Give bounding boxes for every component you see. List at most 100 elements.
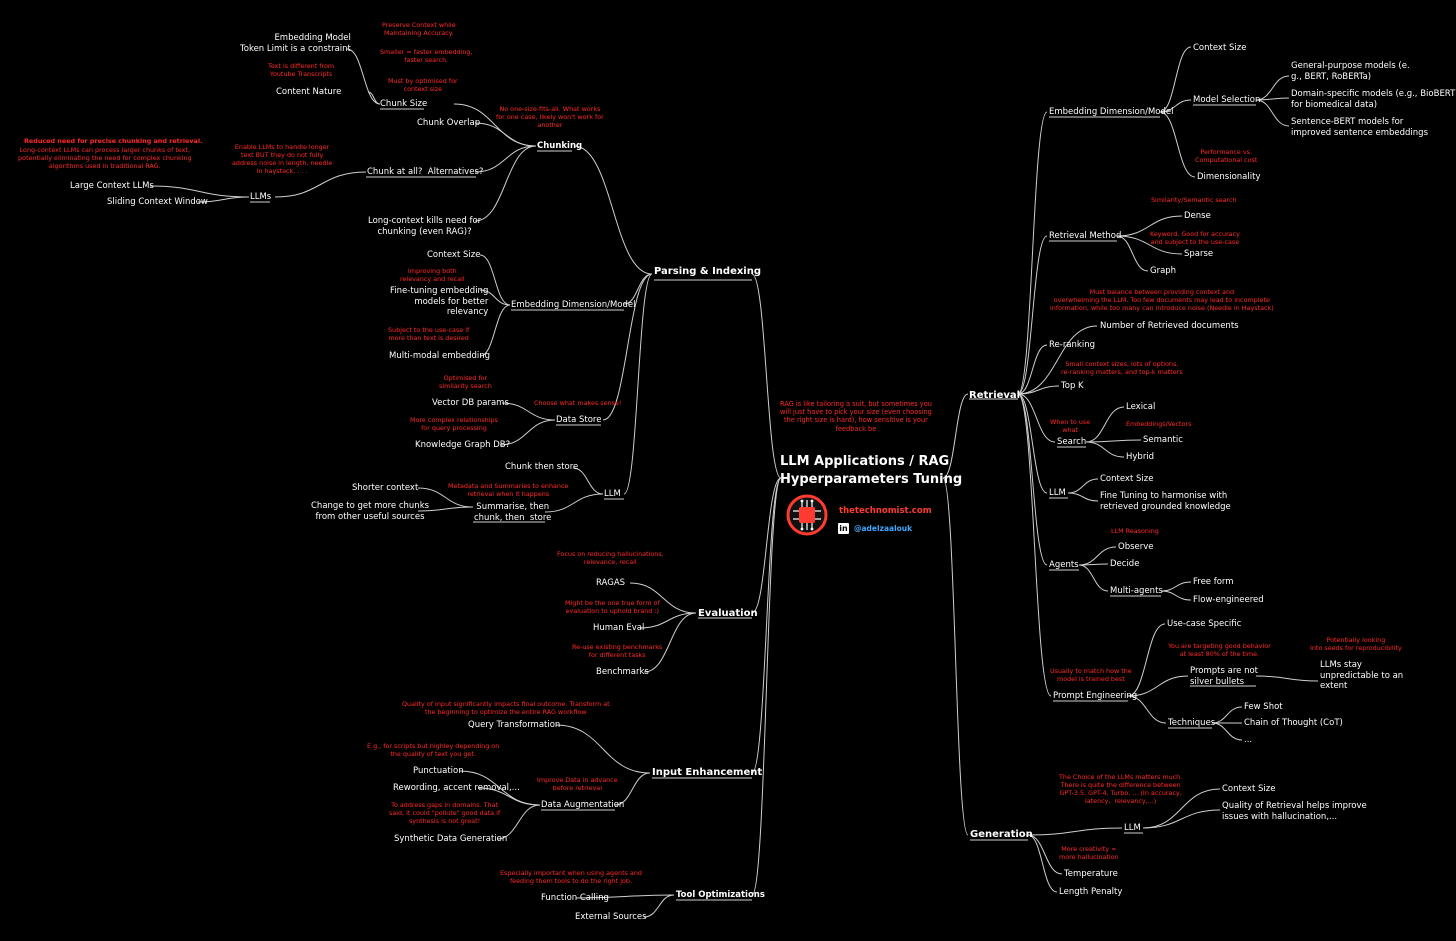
length-penalty-node: Length Penalty	[1059, 887, 1123, 897]
content-nature-note: Text is different from Youtube Transcrip…	[268, 62, 335, 78]
connector-line	[1027, 834, 1063, 875]
chunk-size-note-smaller: Smaller = faster embedding, faster searc…	[380, 48, 473, 64]
agents-node: Agents	[1049, 560, 1079, 570]
connector-line	[555, 724, 651, 774]
connector-line	[1142, 788, 1221, 829]
connector-line	[474, 145, 537, 173]
connector-line	[1085, 406, 1125, 443]
parsing-indexing-node: Parsing & Indexing	[654, 266, 762, 277]
lexical-node: Lexical	[1126, 402, 1156, 412]
connector-line	[1255, 675, 1319, 682]
connector-line	[1159, 99, 1192, 113]
tool-optimizations-node: Tool Optimizations	[676, 890, 765, 900]
connector-line	[479, 254, 511, 306]
knowledge-graph-note: More complex relationships for query pro…	[410, 416, 498, 432]
multimodal-node: Multi-modal embedding	[389, 351, 491, 361]
center-note: RAG is like tailoring a suit, but someti…	[780, 400, 932, 433]
chunk-overlap-node: Chunk Overlap	[417, 118, 481, 128]
connector-line	[496, 804, 541, 840]
connector-line	[1067, 492, 1099, 502]
retrieved-documents-note: Must balance between providing context a…	[1050, 288, 1274, 312]
connector-line	[1017, 344, 1048, 395]
linkedin-icon[interactable]: in	[838, 523, 849, 534]
retrieval-node: Retrieval	[969, 390, 1021, 401]
retrieval-method-node: Retrieval Method	[1049, 231, 1122, 241]
connector-line	[1211, 722, 1243, 741]
connector-line	[942, 393, 969, 479]
sliding-context-window-node: Sliding Context Window	[107, 197, 208, 207]
free-form-node: Free form	[1193, 577, 1234, 587]
connector-line	[417, 487, 474, 508]
multi-agents-node: Multi-agents	[1110, 586, 1163, 596]
connector-line	[417, 506, 474, 512]
data-augmentation-node: Data Augmentation	[541, 800, 625, 810]
connector-line	[1017, 393, 1052, 697]
connector-line	[1116, 235, 1183, 255]
connector-line	[1255, 97, 1290, 101]
connector-line	[1211, 706, 1243, 724]
connector-line	[1017, 393, 1056, 443]
connector-line	[751, 273, 782, 479]
retrieval-embedding-node: Embedding Dimension/Model	[1049, 107, 1174, 117]
evaluation-node: Evaluation	[698, 608, 758, 619]
content-nature-node: Content Nature	[276, 87, 342, 97]
connector-line	[1160, 590, 1192, 601]
chain-of-thought-node: Chain of Thought (CoT)	[1244, 718, 1343, 728]
retrieval-llm-node: LLM	[1049, 488, 1066, 498]
connector-line	[197, 196, 250, 203]
connector-line	[501, 402, 556, 421]
chunk-at-all-note: Enable LLMs to handle longer text BUT th…	[232, 143, 333, 175]
evaluation-note: Focus on reducing hallucinations, releva…	[557, 550, 664, 566]
knowledge-graph-node: Knowledge Graph DB?	[415, 440, 511, 450]
external-sources-node: External Sources	[575, 912, 647, 922]
shorter-context-node: Shorter context	[352, 483, 419, 493]
connector-line	[614, 772, 651, 806]
connector-line	[1116, 215, 1183, 237]
connector-line	[1017, 385, 1060, 395]
benchmarks-node: Benchmarks	[596, 667, 649, 677]
connector-line	[474, 122, 537, 147]
chunk-then-store-node: Chunk then store	[505, 462, 579, 472]
prompt-engineering-node: Prompt Engineering	[1053, 691, 1138, 701]
reranking-node: Re-ranking	[1049, 340, 1095, 350]
general-purpose-models-node: General-purpose models (e. g., BERT, RoB…	[1291, 61, 1410, 82]
search-note: When to use what	[1050, 418, 1091, 434]
domain-specific-models-node: Domain-specific models (e.g., BioBERT fo…	[1291, 89, 1456, 110]
chunk-size-node: Chunk Size	[380, 99, 428, 109]
connector-line	[1027, 827, 1123, 836]
connector-line	[623, 273, 653, 495]
generation-llm-note: The Choice of the LLMs matters much. The…	[1059, 773, 1183, 805]
connector-line	[1116, 235, 1149, 272]
long-context-node: Long-context kills need for chunking (ev…	[368, 216, 482, 237]
llms-note: Long-context LLMs can process larger chu…	[18, 146, 192, 170]
hybrid-node: Hybrid	[1126, 452, 1155, 462]
semantic-node: Semantic	[1143, 435, 1183, 445]
rewording-node: Rewording, accent removal,...	[393, 783, 520, 793]
connector-line	[639, 612, 697, 629]
llms-unpredictable-node: LLMs stay unpredictable to an extent	[1320, 660, 1404, 692]
llms-node: LLMs	[250, 192, 272, 202]
summarise-node: Summarise, then chunk, then store	[474, 502, 552, 523]
decide-node: Decide	[1110, 559, 1140, 569]
fine-tuning-embedding-node: Fine-tuning embedding models for better …	[390, 286, 489, 318]
topk-note: Small context sizes, lots of options, re…	[1061, 360, 1183, 376]
prompt-engineering-note: Usually to match how the model is traine…	[1050, 667, 1132, 683]
chunking-note: No one-size-fits-all. What works for one…	[496, 105, 604, 129]
connector-line	[1067, 478, 1099, 494]
parsing-embedding-node: Embedding Dimension/Model	[511, 300, 636, 310]
circuit-chip-logo-icon	[786, 494, 828, 540]
website-link[interactable]: thetechnomist.com	[839, 506, 932, 516]
connector-line	[1142, 809, 1221, 829]
linkedin-handle[interactable]: @adelzaalouk	[854, 524, 913, 533]
connector-line	[942, 477, 969, 836]
topk-node: Top K	[1061, 381, 1084, 391]
connector-line	[1159, 46, 1192, 113]
connector-line	[1017, 111, 1048, 395]
use-case-specific-node: Use-case Specific	[1167, 619, 1242, 629]
chunk-size-note-context: Preserve Context while Maintaining Accur…	[382, 21, 456, 37]
improving-note: Improving both relevancy and recall	[400, 267, 465, 283]
retrieval-context-size-node: Context Size	[1193, 43, 1247, 53]
data-augmentation-note: Improve Data in advance before retrieval	[537, 776, 618, 792]
